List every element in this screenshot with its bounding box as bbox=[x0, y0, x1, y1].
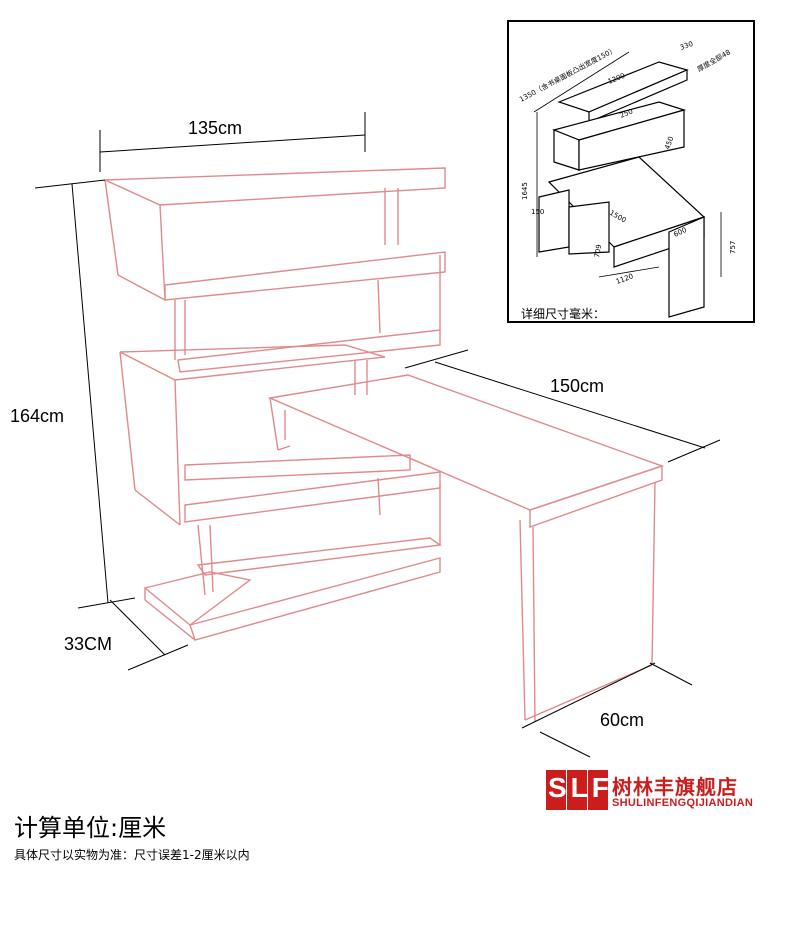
brand-name: 树林丰旗舰店 bbox=[612, 775, 738, 799]
brand-logo-text: SLF bbox=[548, 772, 613, 803]
inset-label-757: 757 bbox=[729, 241, 737, 254]
inset-label-1645: 1645 bbox=[521, 182, 529, 200]
inset-detail-diagram: 1350（含书桌面板凸出宽度150） 330 厚度全部48 1200 250 4… bbox=[507, 20, 755, 323]
unit-title: 计算单位:厘米 bbox=[14, 814, 167, 842]
inset-label-150: 150 bbox=[531, 208, 544, 216]
inset-drawing: 1350（含书桌面板凸出宽度150） 330 厚度全部48 1200 250 4… bbox=[518, 40, 737, 318]
unit-note: 具体尺寸以实物为准：尺寸误差1-2厘米以内 bbox=[14, 848, 250, 862]
inset-label-thickness: 厚度全部48 bbox=[696, 47, 732, 73]
brand-logo-icon bbox=[546, 770, 608, 810]
inset-caption: 详细尺寸毫米： bbox=[521, 307, 606, 321]
shelf-depth-label: 33CM bbox=[64, 634, 112, 654]
dimension-lines bbox=[34, 112, 721, 758]
inset-label-709: 709 bbox=[593, 244, 603, 259]
inset-label-1120: 1120 bbox=[615, 272, 634, 286]
brand-subtitle: SHULINFENGQIJIANDIAN bbox=[612, 797, 754, 809]
height-label: 164cm bbox=[10, 406, 64, 426]
inset-label-330: 330 bbox=[679, 40, 694, 52]
brand-block: SLF 树林丰旗舰店 SHULINFENGQIJIANDIAN bbox=[546, 770, 756, 814]
width-label: 135cm bbox=[188, 118, 242, 138]
desk-shelf-outline bbox=[104, 167, 665, 723]
desk-length-label: 150cm bbox=[550, 376, 604, 396]
desk-depth-label: 60cm bbox=[600, 710, 644, 730]
